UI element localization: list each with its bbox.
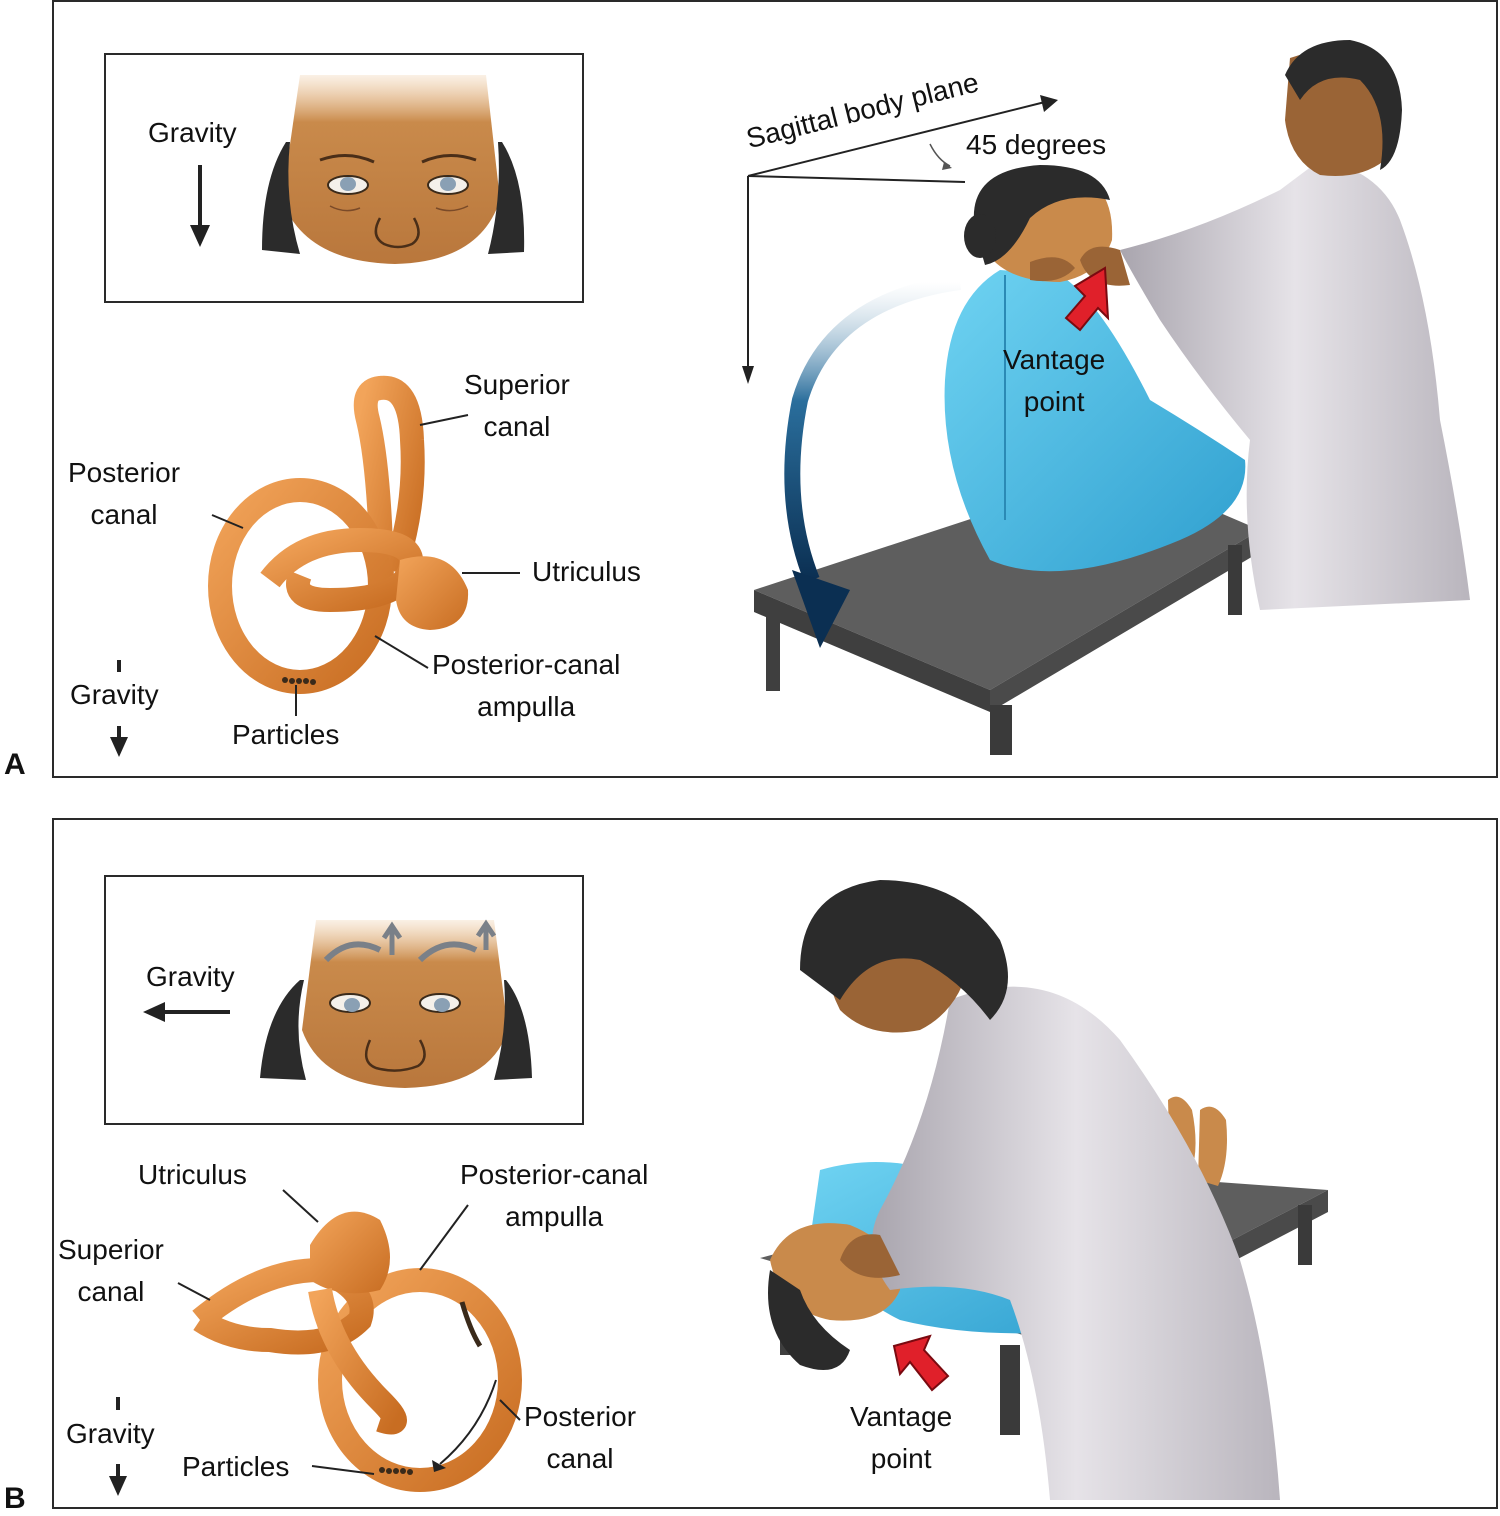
superior-canal-line2: canal: [483, 411, 551, 442]
panel-b: [52, 818, 1498, 1509]
vantage-line2: point: [1023, 386, 1085, 417]
canal-diagram-b: [177, 1189, 522, 1492]
posterior-canal-label-a: Posterior canal: [68, 452, 180, 536]
particles-label-a: Particles: [232, 719, 340, 750]
superior-canal-line2: canal: [77, 1276, 145, 1307]
inset-gravity-label-a: Gravity: [148, 117, 237, 148]
gravity-label-b: Gravity: [66, 1418, 155, 1449]
panel-letter-b: B: [4, 1482, 26, 1515]
curved-arrow-icon: [784, 274, 962, 648]
vantage-line2: point: [870, 1443, 932, 1474]
particles-label-b: Particles: [182, 1451, 290, 1482]
vantage-label-a: Vantage point: [1003, 339, 1105, 423]
ampulla-label-a: Posterior-canal ampulla: [432, 644, 620, 728]
gravity-arrow-icon: [143, 1002, 230, 1022]
face-inset-b: [104, 875, 584, 1125]
utriculus-label-a: Utriculus: [532, 556, 641, 587]
red-arrow-icon: [1064, 266, 1110, 332]
gravity-arrow-icon: [190, 165, 210, 247]
red-arrow-icon: [892, 1334, 950, 1392]
ampulla-line1: Posterior-canal: [460, 1159, 649, 1190]
gravity-arrow-icon: [110, 660, 128, 757]
doctor-b: [800, 880, 1280, 1500]
degrees-label: 45 degrees: [966, 129, 1107, 160]
posterior-canal-line1: Posterior: [68, 457, 181, 488]
sagittal-plane-lines: [742, 95, 1058, 384]
ampulla-line2: ampulla: [505, 1201, 604, 1232]
gravity-arrow-icon: [109, 1397, 127, 1496]
face-illustration-b: [260, 919, 532, 1088]
ampulla-line1: Posterior-canal: [432, 649, 621, 680]
superior-canal-line1: Superior: [464, 369, 570, 400]
gravity-label-a: Gravity: [70, 679, 159, 710]
ampulla-line2: ampulla: [477, 691, 576, 722]
vantage-label-b: Vantage point: [850, 1396, 952, 1480]
utriculus-label-b: Utriculus: [138, 1159, 247, 1190]
panel-letter-a: A: [4, 748, 26, 781]
posterior-canal-label-b: Posterior canal: [524, 1396, 636, 1480]
face-illustration-a: [262, 75, 525, 264]
patient-a: [944, 165, 1246, 572]
vantage-line1: Vantage: [1003, 344, 1106, 375]
doctor-a: [1030, 40, 1470, 610]
posterior-canal-line2: canal: [546, 1443, 614, 1474]
inset-gravity-label-b: Gravity: [146, 961, 235, 992]
vantage-line1: Vantage: [850, 1401, 953, 1432]
posterior-canal-line1: Posterior: [524, 1401, 637, 1432]
posterior-canal-line2: canal: [90, 499, 158, 530]
superior-canal-line1: Superior: [58, 1234, 164, 1265]
canal-diagram-a: [208, 375, 520, 716]
ampulla-label-b: Posterior-canal ampulla: [460, 1154, 648, 1238]
superior-canal-label-b: Superior canal: [58, 1229, 164, 1313]
superior-canal-label-a: Superior canal: [464, 364, 570, 448]
